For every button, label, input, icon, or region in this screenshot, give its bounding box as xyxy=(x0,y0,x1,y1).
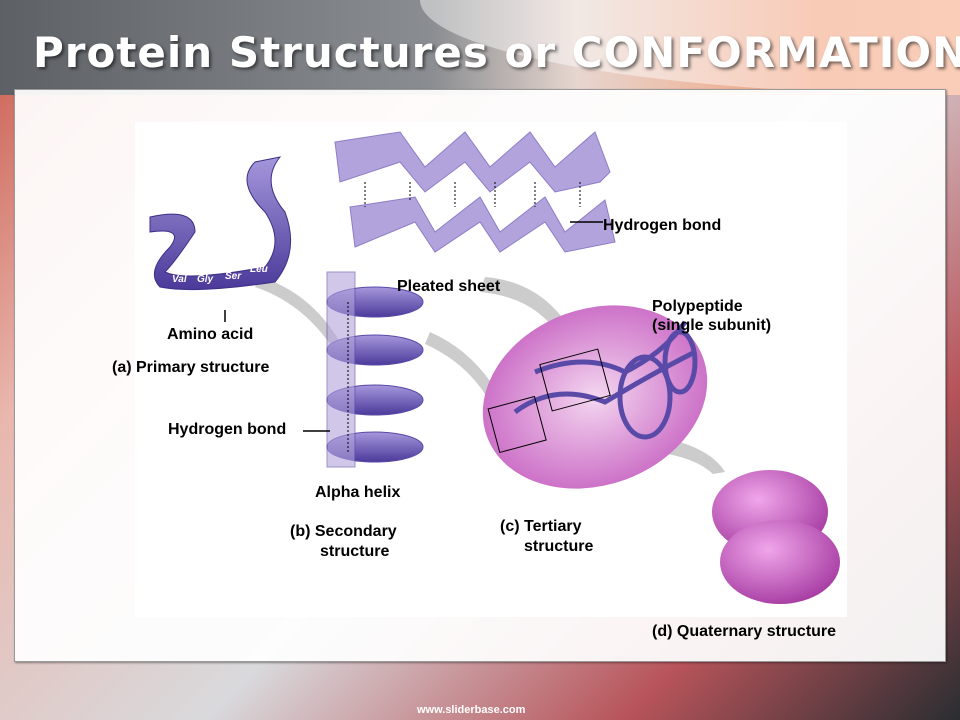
diagram-art: Val Gly Ser Leu xyxy=(149,131,840,604)
slide-title: Protein Structures or CONFORMATIONS xyxy=(33,28,960,77)
primary-structure-caption: (a) Primary structure xyxy=(112,359,270,376)
residue-gly: Gly xyxy=(197,274,214,285)
primary-structure-ribbon xyxy=(149,156,292,291)
tertiary-structure xyxy=(482,305,708,489)
tertiary-caption-line1: (c) Tertiary xyxy=(500,518,582,535)
footer-url: www.sliderbase.com xyxy=(417,704,526,716)
secondary-caption-line1: (b) Secondary xyxy=(290,523,397,540)
alpha-helix-label: Alpha helix xyxy=(315,484,401,501)
residue-val: Val xyxy=(172,274,187,285)
polypeptide-label-line1: Polypeptide xyxy=(652,298,743,315)
quaternary-structure xyxy=(712,470,840,604)
amino-acid-label: Amino acid xyxy=(167,326,254,343)
polypeptide-label-line2: (single subunit) xyxy=(652,317,772,334)
helix-hydrogen-bond-label: Hydrogen bond xyxy=(168,421,287,438)
sheet-hydrogen-bond-label: Hydrogen bond xyxy=(603,217,722,234)
residue-leu: Leu xyxy=(250,264,268,275)
secondary-caption-line2: structure xyxy=(320,543,390,560)
pleated-sheet-label: Pleated sheet xyxy=(397,278,501,295)
residue-ser: Ser xyxy=(225,271,242,282)
tertiary-caption-line2: structure xyxy=(524,538,594,555)
slide-header-background xyxy=(0,0,960,95)
protein-structure-diagram: Val Gly Ser Leu xyxy=(135,122,847,617)
alpha-helix xyxy=(326,271,424,468)
pleated-sheet xyxy=(334,131,616,253)
quaternary-caption: (d) Quaternary structure xyxy=(652,623,837,640)
